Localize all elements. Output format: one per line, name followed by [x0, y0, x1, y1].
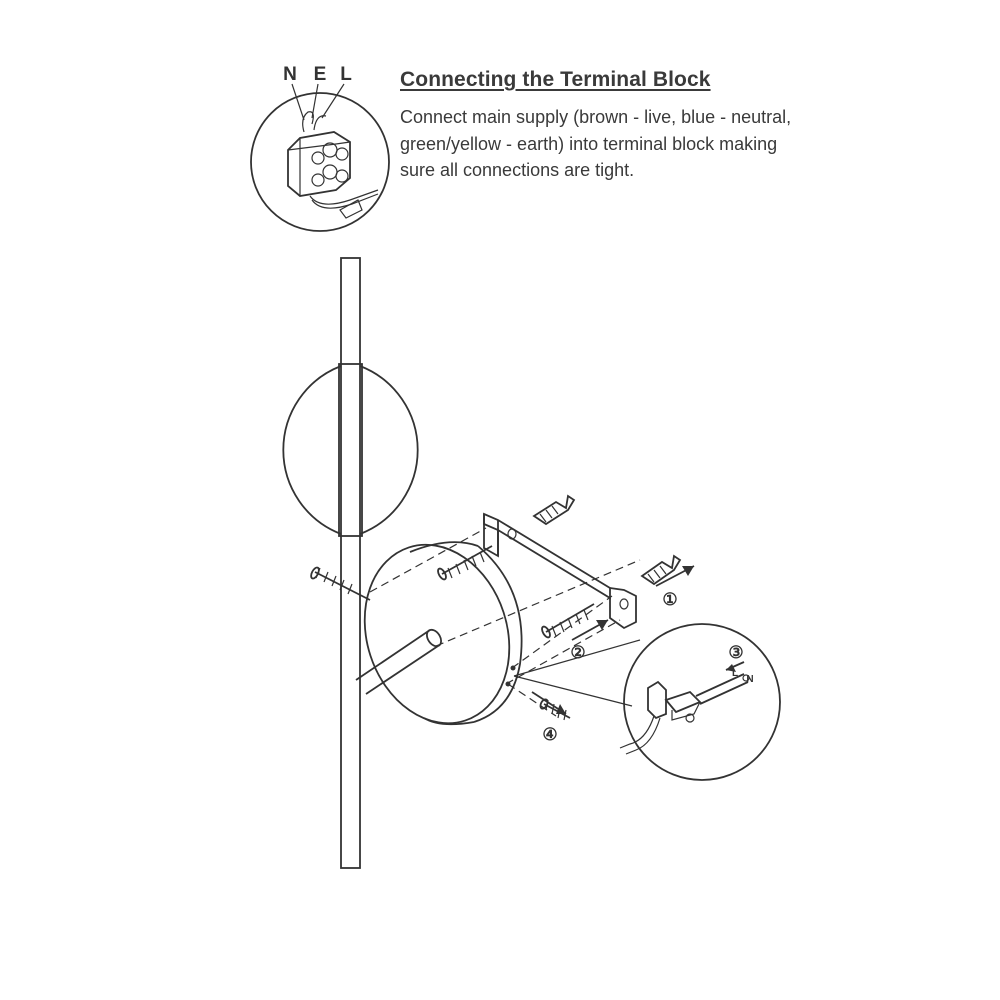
mounting-bracket — [483, 512, 637, 630]
support-arm — [355, 628, 442, 695]
canopy — [363, 541, 523, 726]
guide-lines — [369, 527, 641, 717]
detail-label-n: N — [746, 674, 753, 685]
step-3-label: ③ — [728, 643, 743, 662]
terminal-label-e: E — [314, 64, 327, 85]
instructions-body: Connect main supply (brown - live, blue … — [400, 104, 800, 184]
step-2-label: ② — [570, 643, 585, 662]
instructions-line: sure all connections are tight. — [400, 160, 635, 180]
detail-label-l: L — [732, 668, 738, 679]
step-1-label: ① — [662, 590, 677, 609]
wiring-detail-inset: ③ L N — [513, 623, 781, 781]
vertical-pole — [340, 257, 361, 869]
terminal-screw-group — [311, 142, 349, 187]
terminal-label-l: L — [340, 64, 352, 85]
direction-arrow-2 — [571, 619, 609, 641]
fixing-screw-lower — [541, 603, 595, 639]
wall-plug-upper — [532, 494, 576, 526]
direction-arrow-4 — [531, 691, 567, 715]
glass-globe — [282, 363, 419, 537]
wall-plug-lower — [640, 554, 682, 586]
instructions-title: Connecting the Terminal Block — [400, 68, 711, 91]
step-4-label: ④ — [542, 725, 557, 744]
instructions-line: green/yellow - earth) into terminal bloc… — [400, 133, 778, 154]
terminal-label-n: N — [283, 64, 297, 85]
terminal-block-inset: N E L — [250, 64, 390, 232]
direction-arrow-1 — [655, 565, 695, 587]
grub-screw — [539, 698, 571, 721]
instructions-line: Connect main supply (brown - live, blue … — [400, 107, 792, 127]
fixing-screw-upper — [437, 545, 493, 581]
side-screw — [310, 566, 371, 601]
